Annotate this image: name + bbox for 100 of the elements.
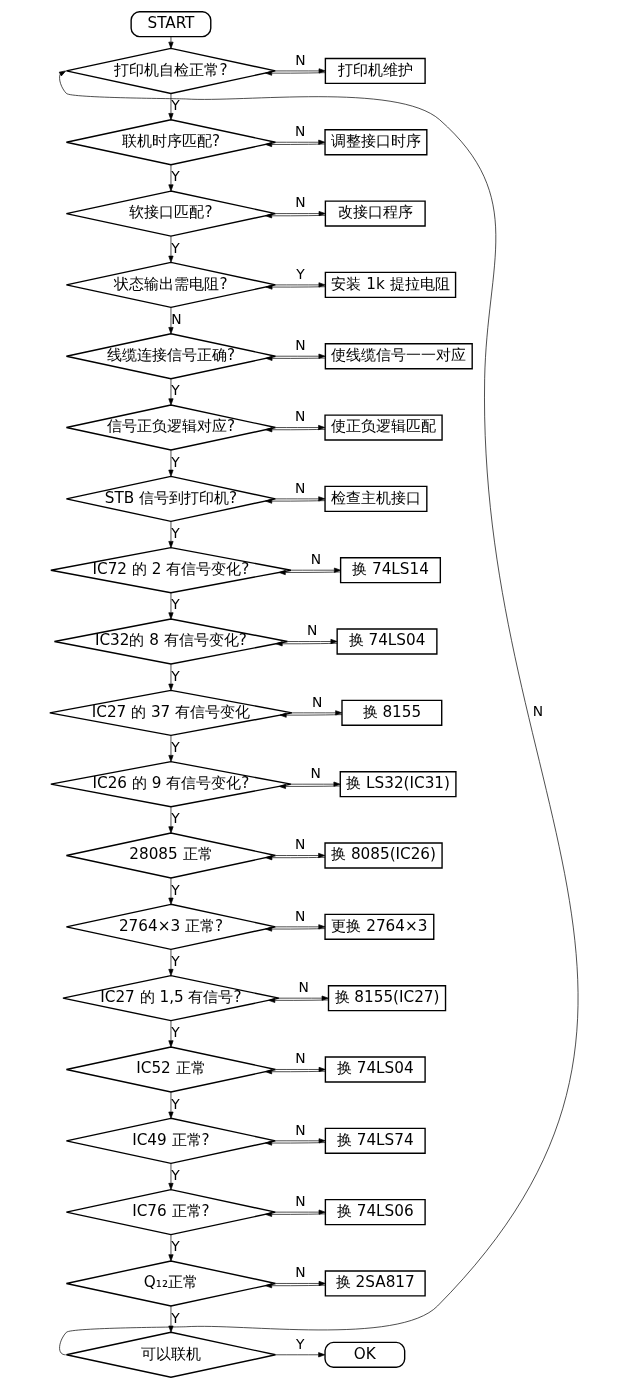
arrow [167, 949, 173, 976]
arrow [264, 213, 326, 219]
node-diamond: 信号正负逻辑对应? [65, 404, 276, 451]
arrow [274, 496, 325, 502]
node-box: 更换 2764×3 [323, 913, 434, 940]
arrow [265, 284, 326, 290]
edge-label: Y [170, 239, 180, 256]
arrow [264, 1140, 326, 1146]
edge-label: N [294, 1264, 306, 1281]
edge-label: Y [170, 453, 180, 470]
arrow [167, 36, 173, 49]
arrow [264, 1283, 326, 1289]
arrow [264, 926, 325, 932]
node-diamond: 线缆连接信号正确? [65, 333, 276, 380]
arrow [267, 997, 329, 1003]
edge-label: Y [170, 1238, 180, 1255]
edge-label: Y [170, 382, 180, 399]
edge-label: Y [170, 525, 180, 541]
node-diamond: IC49 正常? [65, 1117, 276, 1165]
arrow [274, 1138, 326, 1144]
arrow [290, 567, 341, 573]
arrow [167, 521, 173, 548]
edge-label: N [294, 836, 305, 853]
node-box: 调整接口时序 [323, 129, 427, 156]
arrow [167, 93, 173, 121]
arrow [274, 924, 325, 930]
node-diamond: IC52 正常 [65, 1046, 276, 1093]
node-diamond: 2764×3 正常? [65, 903, 276, 951]
arrow [274, 68, 326, 74]
arrow [167, 877, 173, 905]
arrow [264, 855, 325, 861]
edge-label: N [294, 1121, 306, 1138]
arrow [167, 378, 173, 406]
node-box: 改接口程序 [324, 200, 426, 227]
arrow [167, 1305, 173, 1333]
node-diamond: 状态输出需电阻? [65, 261, 276, 309]
edge-label: N [294, 51, 306, 68]
arrow [274, 1352, 325, 1358]
node-diamond: IC32的 8 有信号变化? [53, 618, 288, 665]
node-diamond: Q₁₂正常 [65, 1260, 276, 1307]
edge-label: Y [295, 265, 305, 282]
arrow [167, 235, 173, 263]
arrow [167, 1020, 173, 1048]
arrow [278, 569, 341, 575]
edge-label: Y [170, 97, 180, 114]
edge-label: N [294, 194, 306, 211]
edge-label: N [298, 978, 309, 995]
node-box: 换 74LS06 [324, 1199, 426, 1226]
arrow [264, 427, 325, 433]
arrow [167, 164, 173, 192]
node-diamond: 软接口匹配? [65, 190, 276, 237]
node-box: 换 8155(IC27) [327, 985, 446, 1012]
node-box: 安装 1k 提拉电阻 [324, 271, 456, 299]
node-diamond: IC27 的 37 有信号变化 [48, 689, 293, 737]
arrow [167, 592, 173, 620]
node-box: 换 74LS14 [339, 557, 441, 584]
edge-label: N [294, 123, 305, 140]
arrow [290, 781, 340, 787]
arrow [274, 1280, 326, 1286]
arrow [275, 641, 337, 647]
edge-label: N [294, 408, 305, 425]
node-box: START [129, 11, 211, 38]
node-box: 使线缆信号一一对应 [324, 343, 473, 370]
edge-label: N [294, 1050, 306, 1067]
node-diamond: 可以联机 [65, 1331, 276, 1378]
edge-label: Y [170, 738, 180, 755]
arrow [274, 282, 325, 288]
node-diamond: IC76 正常? [65, 1188, 276, 1236]
arrow [278, 995, 329, 1001]
edge-label: N [294, 336, 306, 353]
arrow [264, 498, 325, 504]
node-box: 打印机维护 [324, 57, 426, 85]
node-box: 换 74LS74 [324, 1127, 426, 1154]
node-diamond: 打印机自检正常? [65, 47, 276, 95]
edge-label: Y [170, 667, 180, 684]
node-diamond: IC27 的 1,5 有信号? [61, 974, 280, 1022]
arrow [274, 852, 325, 859]
node-box: 换 74LS04 [324, 1056, 426, 1083]
node-diamond: IC72 的 2 有信号变化? [49, 547, 292, 594]
edge-label: N [294, 1192, 306, 1209]
node-box: 检查主机接口 [323, 485, 427, 513]
arrow [279, 712, 342, 718]
arrow [167, 449, 173, 477]
node-box: 换 74LS04 [335, 628, 438, 655]
edge-label: N [294, 479, 305, 496]
arrow [264, 1211, 326, 1217]
arrow [278, 783, 340, 789]
edge-label: Y [170, 881, 180, 898]
edge-label: N [310, 764, 321, 781]
arrow [274, 211, 326, 217]
edge-label: N [532, 703, 543, 720]
arrow [167, 735, 173, 762]
arrow [291, 710, 342, 716]
arrow [167, 1163, 173, 1190]
arrow [274, 139, 325, 145]
node-box: OK [323, 1341, 405, 1368]
node-box: 使正负逻辑匹配 [323, 414, 443, 441]
arrow [58, 70, 577, 1356]
arrow [167, 663, 173, 691]
node-diamond: STB 信号到打印机? [65, 475, 276, 523]
